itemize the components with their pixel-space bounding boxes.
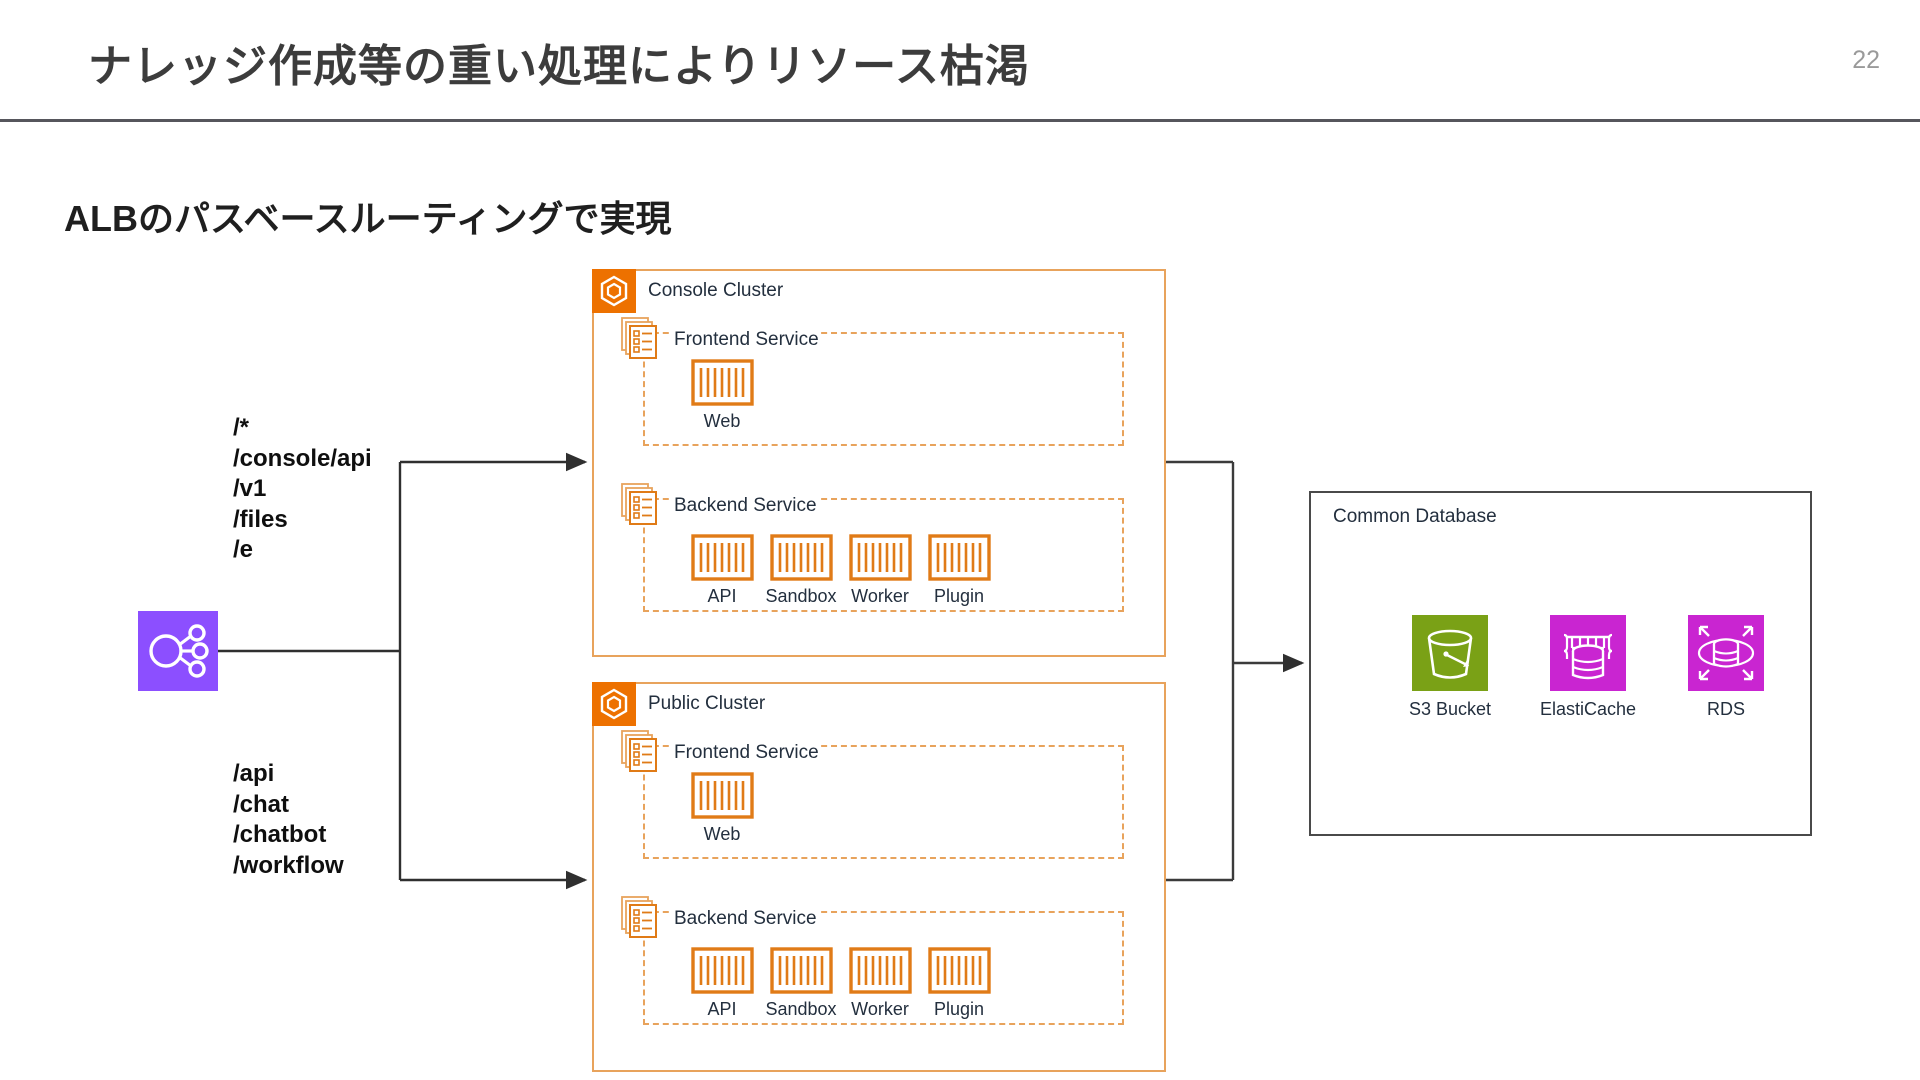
page-title: ナレッジ作成等の重い処理によりリソース枯渇 [88,42,1030,91]
ecs-task-icon [848,947,912,994]
database-icon-row: S3 Bucket ElastiCache [1395,615,1781,720]
route-paths-public: /api /chat /chatbot /workflow [233,759,344,881]
ecs-task-icon [927,534,991,581]
ecs-cluster-icon [592,269,636,313]
ecs-task-icon [769,534,833,581]
service-title: Backend Service [672,908,819,930]
task-api: API [673,947,771,1020]
task-sandbox: Sandbox [752,947,850,1020]
common-database-box: Common Database S3 Bucket [1309,491,1812,836]
alb-glyph [149,624,209,678]
section-subtitle: ALBのパスベースルーティングで実現 [64,198,672,239]
ecs-cluster-glyph [600,688,628,720]
ecs-cluster-glyph [600,275,628,307]
ecs-cluster-icon [592,682,636,726]
route-path: /v1 [233,475,267,502]
ecs-service-glyph [621,317,657,359]
database-item-label: ElastiCache [1539,699,1637,719]
s3-bucket-icon [1412,615,1488,691]
elasticache-icon [1550,615,1626,691]
task-web: Web [673,772,771,845]
task-plugin: Plugin [910,947,1008,1020]
ecs-service-glyph [621,483,657,525]
task-web: Web [673,359,771,432]
task-label: Worker [851,586,909,606]
route-path: /* [233,414,250,441]
service-title: Backend Service [672,495,819,517]
task-api: API [673,534,771,607]
database-item-label: RDS [1706,699,1745,719]
database-item-elasticache: ElastiCache [1533,615,1643,720]
task-label: Sandbox [765,586,837,606]
ecs-task-icon [769,947,833,994]
rds-icon [1688,615,1764,691]
task-label: Plugin [933,999,985,1019]
ecs-task-icon [927,947,991,994]
cluster-box-public: Public Cluster Frontend Service [592,682,1166,1072]
ecs-service-icon [621,896,661,938]
task-label: Web [703,411,741,431]
ecs-task-icon [690,772,754,819]
task-plugin: Plugin [910,534,1008,607]
ecs-service-icon [621,730,661,772]
header-divider [0,119,1920,122]
route-paths-console: /* /console/api /v1 /files /e [233,413,372,566]
task-label: API [707,586,737,606]
service-box-frontend: Frontend Service Web [621,730,1124,859]
task-label: Web [703,824,741,844]
ecs-service-icon [621,483,661,525]
ecs-task-icon [690,359,754,406]
task-sandbox: Sandbox [752,534,850,607]
route-path: /chat [233,790,290,818]
task-label: Worker [851,999,909,1019]
database-item-s3: S3 Bucket [1395,615,1505,720]
task-worker: Worker [831,947,929,1020]
route-path: /chatbot [233,821,327,848]
service-title: Frontend Service [672,742,821,764]
task-label: API [707,999,737,1019]
ecs-service-icon [621,317,661,359]
service-box-backend: Backend Service API Sandbox [621,896,1124,1025]
route-path: /console/api [233,444,372,472]
task-label: Sandbox [765,999,837,1019]
service-box-frontend: Frontend Service Web [621,317,1124,446]
service-title: Frontend Service [672,329,821,351]
application-load-balancer-icon [138,611,218,691]
task-label: Plugin [933,586,985,606]
route-path: /e [233,536,254,563]
ecs-task-icon [690,534,754,581]
ecs-task-icon [848,534,912,581]
common-database-title: Common Database [1333,506,1497,527]
cluster-box-console: Console Cluster Frontend Service [592,269,1166,657]
page-number: 22 [1852,46,1880,74]
slide-header: ナレッジ作成等の重い処理によりリソース枯渇 22 [0,0,1920,122]
route-path: /files [233,505,288,533]
cluster-title: Console Cluster [648,280,784,301]
cluster-title: Public Cluster [648,693,766,714]
database-item-rds: RDS [1671,615,1781,720]
service-box-backend: Backend Service API Sandbox [621,483,1124,612]
route-path: /api [233,760,275,787]
ecs-task-icon [690,947,754,994]
ecs-service-glyph [621,896,657,938]
ecs-service-glyph [621,730,657,772]
task-worker: Worker [831,534,929,607]
route-path: /workflow [233,851,344,879]
database-item-label: S3 Bucket [1408,699,1492,719]
